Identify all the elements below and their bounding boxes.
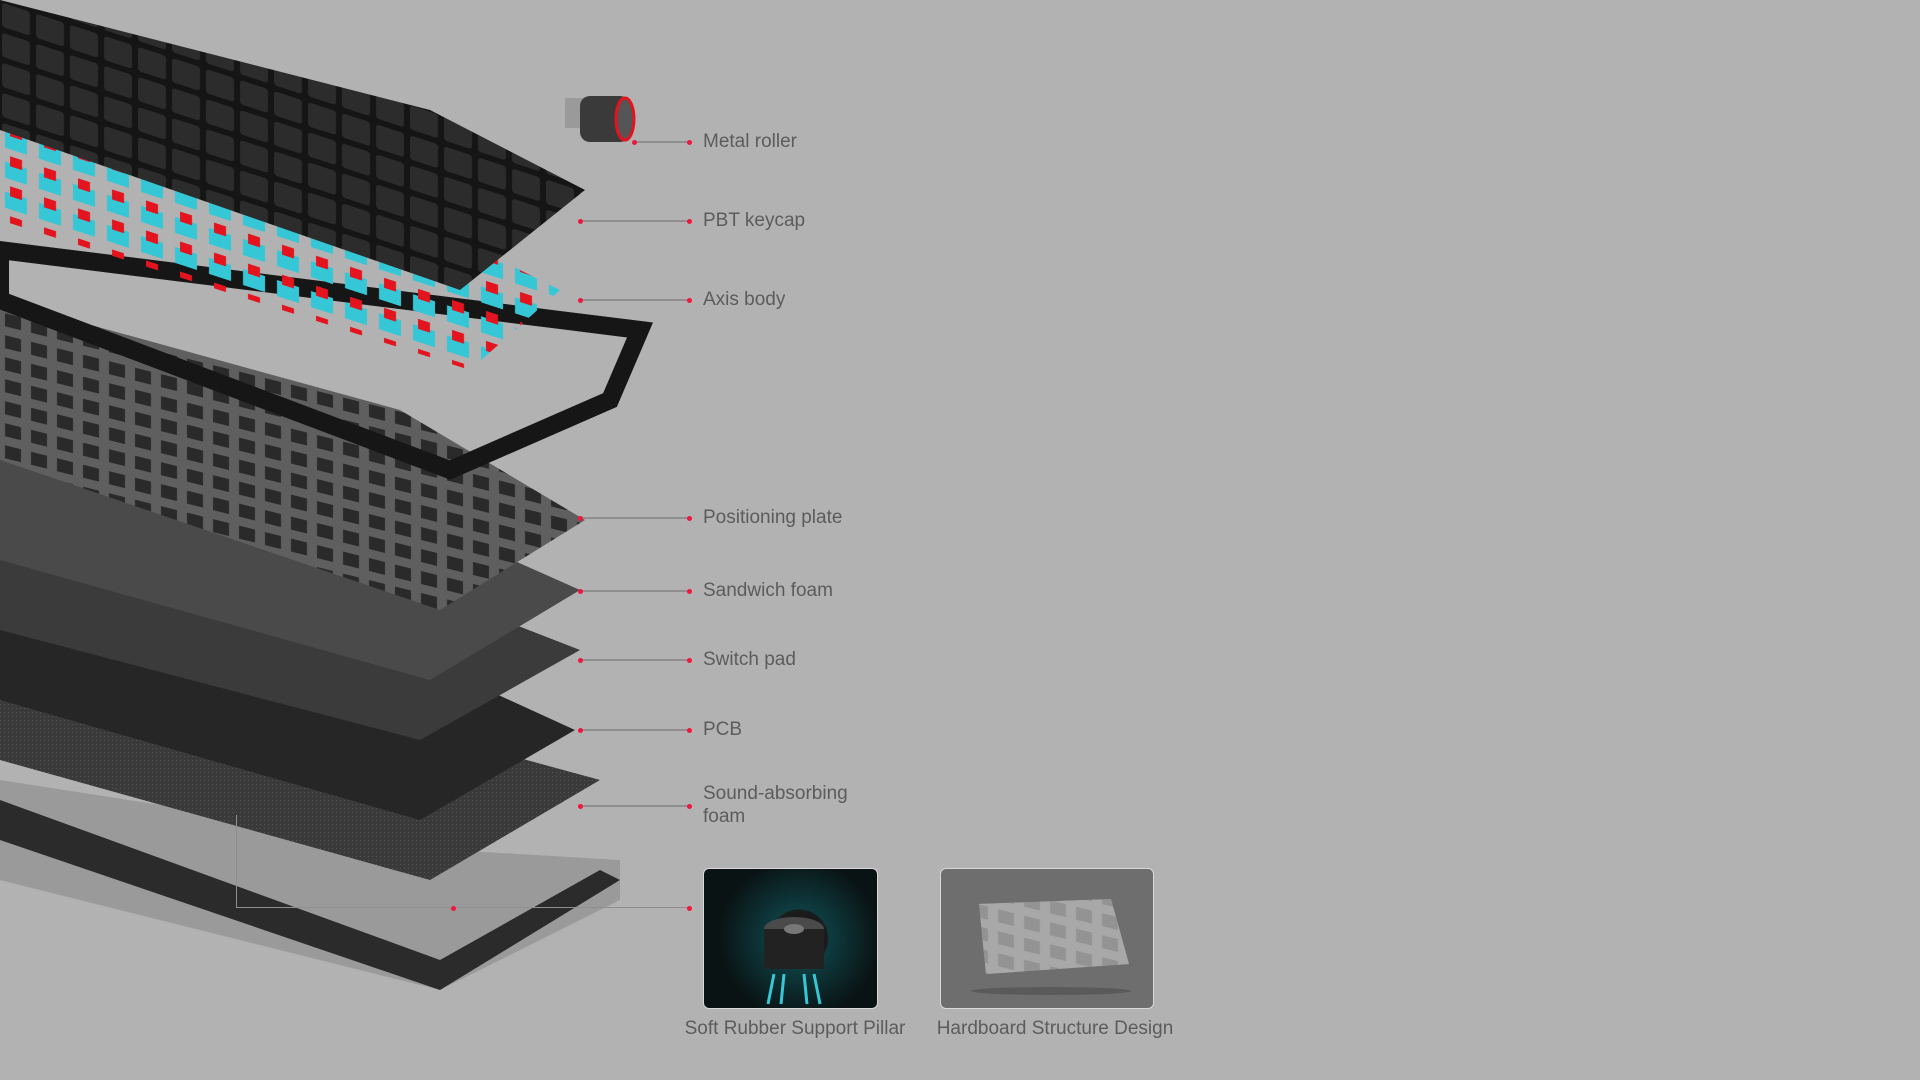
caption-hardboard-structure-design: Hardboard Structure Design (936, 1018, 1174, 1039)
callout-dot (687, 658, 692, 663)
callout-dot (578, 658, 583, 663)
leader-line (580, 805, 690, 807)
leader-line (634, 141, 691, 143)
keycaps-layer (0, 0, 585, 290)
label-metal-roller: Metal roller (703, 131, 797, 152)
leader-line (580, 517, 690, 519)
frame-layer (0, 240, 653, 480)
callout-dot (578, 589, 583, 594)
callout-dot (687, 516, 692, 521)
leader-line (236, 907, 690, 908)
label-pcb: PCB (703, 719, 743, 740)
callout-dot (687, 728, 692, 733)
callout-dot (578, 516, 583, 521)
label-axis-body: Axis body (703, 289, 786, 310)
leader-line (236, 815, 237, 907)
callout-dot (451, 906, 456, 911)
leader-line (580, 590, 690, 592)
exploded-keyboard-illustration (0, 0, 653, 990)
callout-dot (578, 298, 583, 303)
positioning-plate-layer (0, 300, 585, 610)
bottom-case (0, 780, 620, 990)
label-sandwich-foam: Sandwich foam (703, 580, 833, 601)
callout-dot (687, 589, 692, 594)
caption-soft-rubber-support-pillar: Soft Rubber Support Pillar (684, 1018, 906, 1039)
leader-line (580, 729, 690, 731)
soft-rubber-pillar-thumbnail (703, 868, 878, 1009)
callout-dot (578, 728, 583, 733)
label-line-2: foam (703, 806, 746, 827)
label-pbt-keycap: PBT keycap (703, 210, 806, 231)
label-positioning-plate: Positioning plate (703, 507, 843, 528)
leader-line (580, 220, 690, 222)
callout-dot (632, 140, 637, 145)
callout-dot (578, 219, 583, 224)
callout-dot (578, 804, 583, 809)
label-line-1: Sound-absorbing (703, 783, 848, 804)
callout-dot (687, 219, 692, 224)
hardboard-structure-thumbnail (940, 868, 1154, 1009)
label-switch-pad: Switch pad (703, 649, 796, 670)
rubber-pillar-icon (764, 917, 824, 1005)
metal-roller-part (565, 96, 636, 142)
plate-illustration-icon (971, 899, 1131, 995)
leader-line (580, 299, 690, 301)
callout-dot (687, 906, 692, 911)
callout-dot (687, 804, 692, 809)
callout-dot (687, 298, 692, 303)
callout-dot (687, 140, 692, 145)
leader-line (580, 659, 690, 661)
